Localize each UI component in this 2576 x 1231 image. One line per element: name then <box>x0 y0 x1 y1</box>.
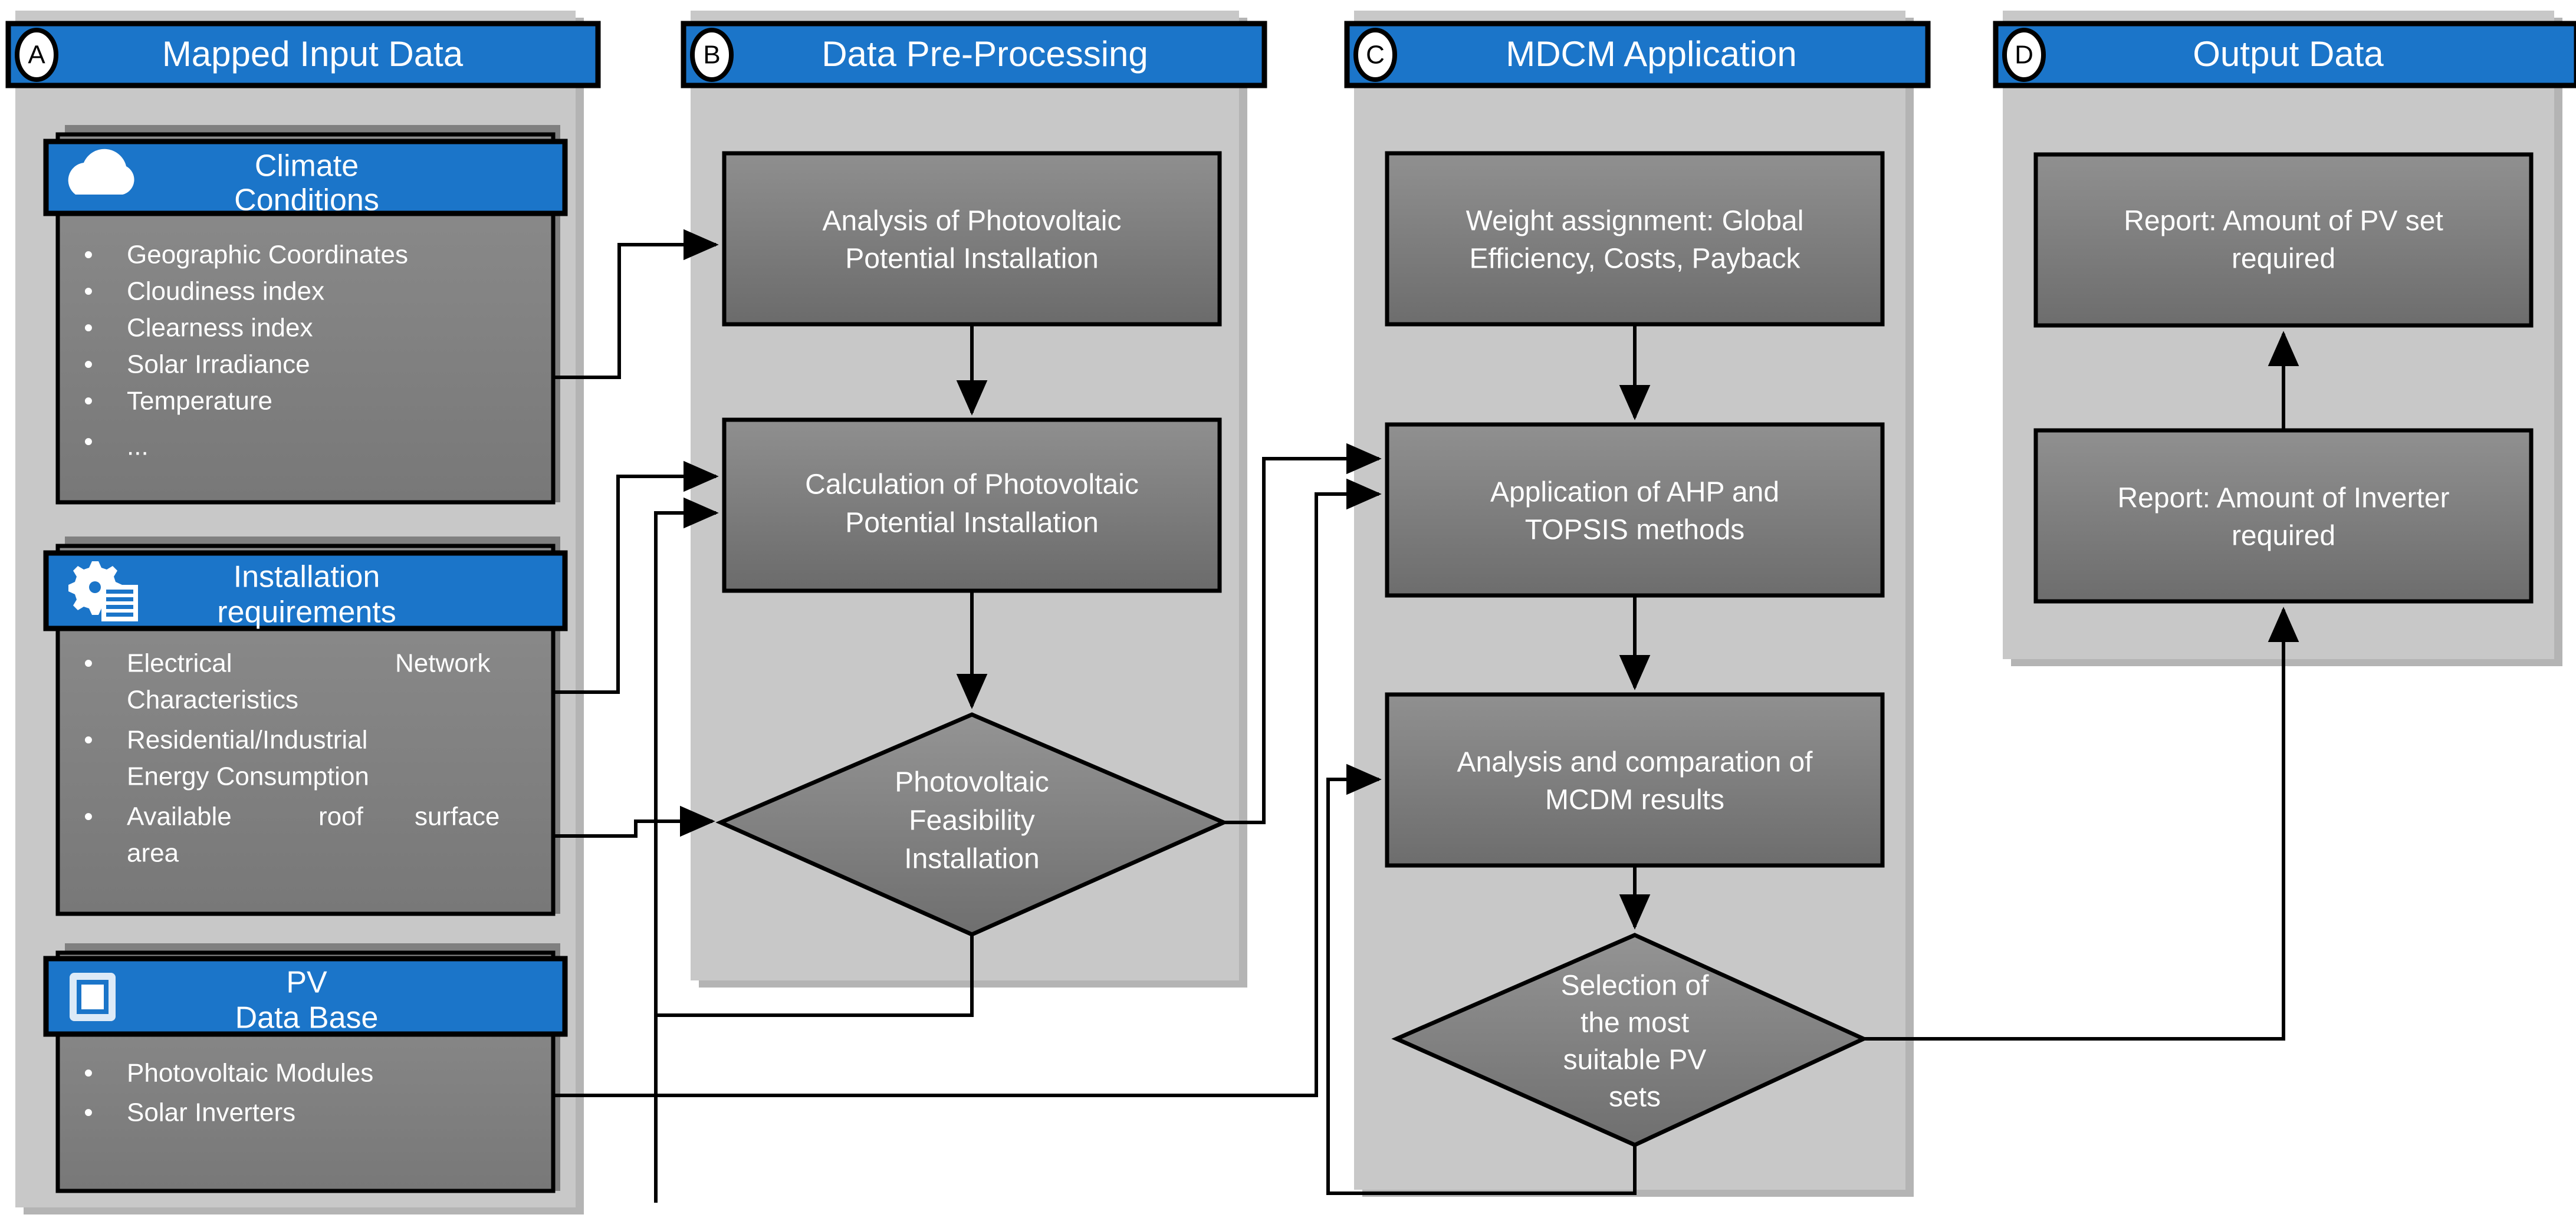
calculation-of-pv-potential-line1: Calculation of Photovoltaic <box>805 469 1139 501</box>
installation-bullet-2-line0-c: surface <box>415 802 500 831</box>
panel-d-letter-badge <box>2002 28 2046 82</box>
conn-installation-to-calculation <box>554 460 719 694</box>
climate-bullet-1: Cloudiness index <box>127 277 324 306</box>
analysis-of-pv-potential-line1: Analysis of Photovoltaic <box>823 206 1122 237</box>
conn-installation-to-feasibility <box>554 805 715 838</box>
bullet-dot: • <box>84 350 93 379</box>
pv-feasibility-decision-line3: Installation <box>904 844 1039 875</box>
application-of-ahp-topsis-line2: TOPSIS methods <box>1525 515 1745 546</box>
bullet-dot: • <box>84 241 93 269</box>
bullet-dot: • <box>84 726 93 755</box>
application-of-ahp-topsis-line1: Application of AHP and <box>1490 477 1779 508</box>
report-pv-set-required-line2: required <box>2232 243 2335 275</box>
panel-b-letter-badge <box>690 28 734 82</box>
installation-bullet-list: • Electrical Network Characteristics • R… <box>84 649 500 868</box>
selection-most-suitable-pv-line3: suitable PV <box>1563 1045 1707 1076</box>
calculation-of-pv-potential[interactable] <box>722 417 1222 593</box>
analysis-comparation-mcdm-line1: Analysis and comparation of <box>1457 747 1813 778</box>
climate-bullet-list: • Geographic Coordinates • Cloudiness in… <box>84 241 408 461</box>
panel-c-header <box>1344 21 1931 88</box>
pvdb-card-title-line1: PV <box>286 966 327 1000</box>
climate-bullet-5: ... <box>127 432 149 461</box>
conn-selection-to-inverter-report <box>1864 607 2299 1041</box>
application-of-ahp-topsis[interactable] <box>1385 422 1885 598</box>
selection-most-suitable-pv-line1: Selection of <box>1561 970 1709 1002</box>
panel-b-letter: B <box>703 41 720 70</box>
pvdb-bullet-1: Solar Inverters <box>127 1098 295 1127</box>
panel-d-header <box>1993 21 2576 88</box>
pvdb-bullet-0: Photovoltaic Modules <box>127 1059 373 1088</box>
analysis-comparation-mcdm[interactable] <box>1385 692 1885 868</box>
installation-bullet-0-line0-a: Electrical <box>127 649 232 678</box>
panel-d-title: Output Data <box>2193 34 2384 74</box>
panel-c-title: MDCM Application <box>1506 34 1797 74</box>
pv-feasibility-decision-line2: Feasibility <box>909 805 1034 837</box>
bullet-dot: • <box>84 802 93 831</box>
conn-pvdb-to-calculation <box>654 497 719 1203</box>
pvdb-card-title-line2: Data Base <box>235 1001 379 1035</box>
panel-d-letter: D <box>2015 41 2033 70</box>
bullet-dot: • <box>84 1098 93 1127</box>
climate-card-title-line2: Conditions <box>234 183 379 218</box>
climate-bullet-4: Temperature <box>127 387 272 416</box>
panel-a-header <box>5 21 601 88</box>
installation-card-title-line2: requirements <box>217 595 396 630</box>
installation-bullet-2-line1: area <box>127 839 179 868</box>
installation-bullet-2-line0-a: Available <box>127 802 232 831</box>
pvdb-bullet-list: • Photovoltaic Modules • Solar Inverters <box>84 1059 373 1127</box>
conn-selection-loopback <box>1326 763 1637 1195</box>
conn-climate-to-analysis <box>554 229 719 379</box>
bullet-dot: • <box>84 1059 93 1088</box>
selection-most-suitable-pv-line4: sets <box>1609 1082 1661 1113</box>
installation-bullet-1-line1: Energy Consumption <box>127 762 369 791</box>
report-pv-set-required-line1: Report: Amount of PV set <box>2124 206 2443 237</box>
weight-assignment[interactable] <box>1385 151 1885 327</box>
climate-bullet-2: Clearness index <box>127 314 313 343</box>
panel-a-title: Mapped Input Data <box>162 34 464 74</box>
bullet-dot: • <box>84 277 93 306</box>
weight-assignment-line1: Weight assignment: Global <box>1466 206 1804 237</box>
cloud-icon <box>68 149 134 195</box>
bullet-dot: • <box>84 427 93 456</box>
pv-feasibility-decision-line1: Photovoltaic <box>895 767 1049 798</box>
climate-bullet-3: Solar Irradiance <box>127 350 310 379</box>
report-inverter-required-line2: required <box>2232 521 2335 552</box>
conn-pvdb-to-ahp <box>554 478 1382 1097</box>
gear-list-icon <box>68 561 138 621</box>
installation-bullet-2-line0-b: roof <box>318 802 364 831</box>
report-pv-set-required[interactable] <box>2033 152 2534 328</box>
analysis-of-pv-potential[interactable] <box>722 151 1222 327</box>
bullet-dot: • <box>84 314 93 343</box>
pvdb-card-header[interactable] <box>43 956 568 1037</box>
installation-bullet-1-line0: Residential/Industrial <box>127 726 367 755</box>
installation-card-title-line1: Installation <box>234 560 380 594</box>
installation-bullet-0-line0-b: Network <box>395 649 491 678</box>
weight-assignment-line2: Efficiency, Costs, Payback <box>1469 243 1800 275</box>
bullet-dot: • <box>84 649 93 678</box>
report-inverter-required[interactable] <box>2033 428 2534 604</box>
bullet-dot: • <box>84 387 93 416</box>
selection-most-suitable-pv-line2: the most <box>1581 1008 1689 1039</box>
climate-bullet-0: Geographic Coordinates <box>127 241 408 269</box>
analysis-comparation-mcdm-line2: MCDM results <box>1545 785 1724 816</box>
climate-card-title-line1: Climate <box>255 149 359 183</box>
report-inverter-required-line1: Report: Amount of Inverter <box>2118 483 2450 514</box>
panel-b-header <box>681 21 1267 88</box>
analysis-of-pv-potential-line2: Potential Installation <box>845 243 1099 275</box>
conn-feasibility-loopback <box>656 934 974 1017</box>
panel-c-letter: C <box>1366 41 1385 70</box>
panel-b-title: Data Pre-Processing <box>822 34 1148 74</box>
chip-icon <box>70 973 116 1021</box>
panel-a-letter-badge <box>15 28 58 82</box>
conn-feasibility-to-ahp <box>1224 443 1382 824</box>
installation-bullet-0-line1: Characteristics <box>127 686 298 715</box>
panel-a-letter: A <box>28 41 45 70</box>
panel-c-letter-badge <box>1353 28 1397 82</box>
calculation-of-pv-potential-line2: Potential Installation <box>845 508 1099 539</box>
